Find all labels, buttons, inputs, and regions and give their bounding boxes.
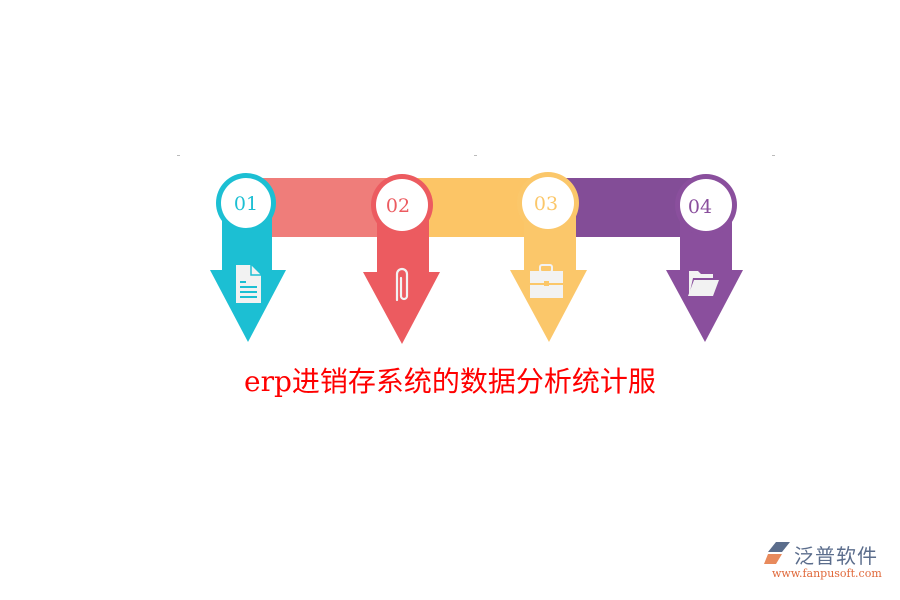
logo-url-text: www.fanpusoft.com xyxy=(772,567,882,580)
step-1-arrow: 01 xyxy=(210,173,286,342)
step-3-number: 03 xyxy=(534,193,558,215)
divider-mark xyxy=(474,155,477,156)
paperclip-icon xyxy=(395,267,409,302)
logo-mark-icon xyxy=(764,542,790,564)
step-1-number: 01 xyxy=(234,193,258,215)
step-4-number: 04 xyxy=(688,196,712,218)
divider-mark xyxy=(177,155,180,156)
step-4-arrow: 04 xyxy=(666,174,743,342)
step-2-number: 02 xyxy=(386,195,410,217)
briefcase-icon xyxy=(530,264,563,298)
diagram-title: erp进销存系统的数据分析统计服 xyxy=(244,365,656,398)
step-2-arrow: 02 xyxy=(363,174,440,344)
folder-icon xyxy=(688,271,719,296)
brand-logo: 泛普软件 www.fanpusoft.com xyxy=(760,540,890,586)
step-3-arrow: 03 xyxy=(510,172,587,342)
divider-mark xyxy=(772,155,775,156)
document-icon xyxy=(236,265,261,303)
logo-brand-text: 泛普软件 xyxy=(794,544,878,568)
